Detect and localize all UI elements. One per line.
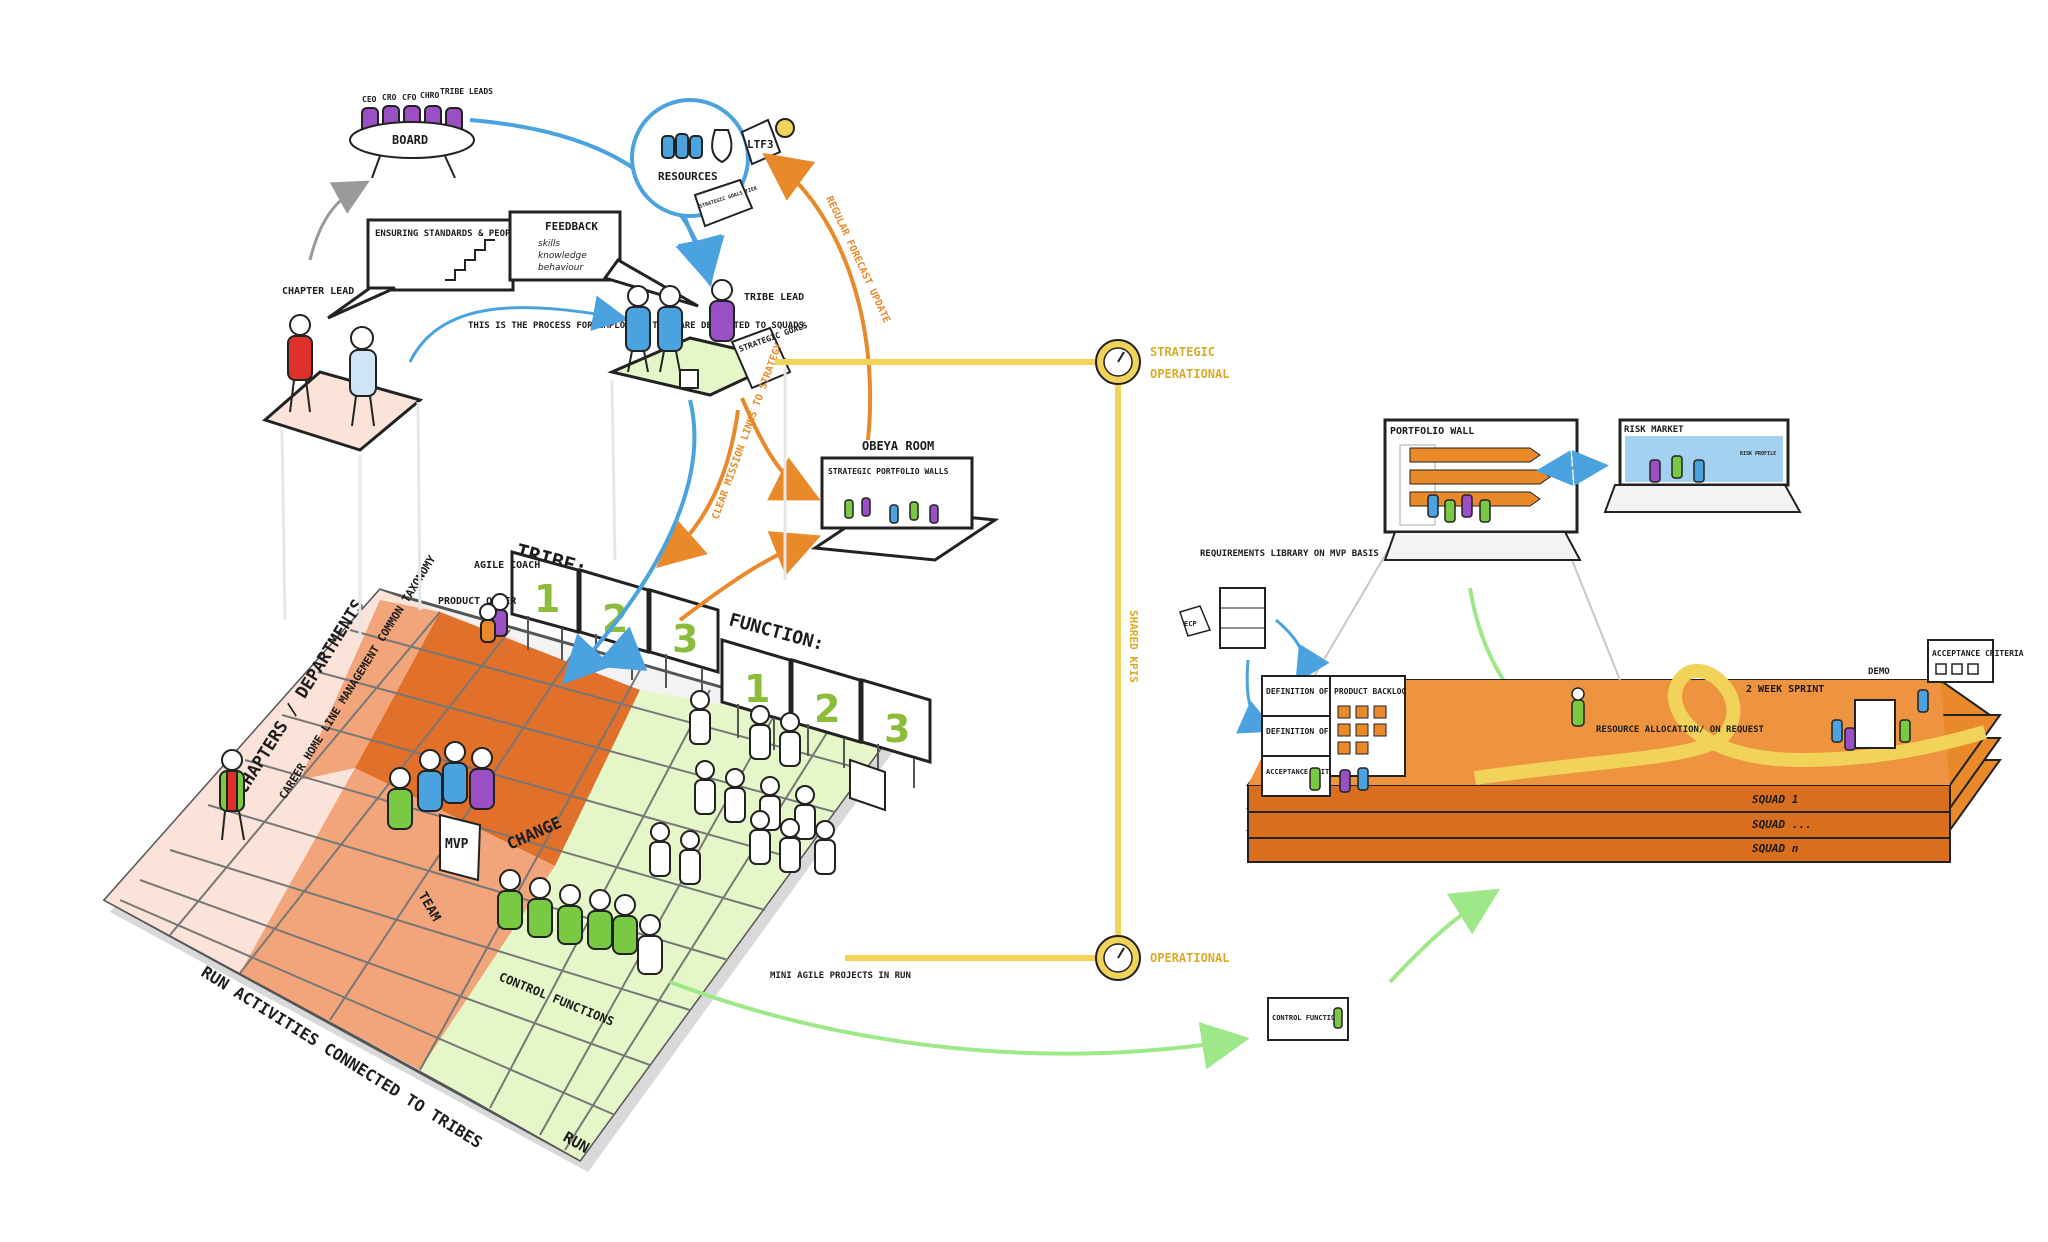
resource-allocation-label: RESOURCE ALLOCATION/ ON REQUEST	[1596, 725, 1765, 735]
sprint-loop	[1474, 663, 1987, 785]
board-roles: CEO CRO CFO CHRO TRIBE LEADS	[362, 87, 493, 104]
operational-kpi-label-top: OPERATIONAL	[1150, 367, 1229, 381]
resources-section: RESOURCES LTF3 STRATEGIC GOALS TIER	[630, 98, 795, 228]
resource-allocation: RESOURCE ALLOCATION/ ON REQUEST	[1571, 687, 1765, 735]
feedback-items: skills knowledge behaviour	[538, 239, 590, 273]
svg-text:3: 3	[884, 707, 910, 751]
requirements-library: REQUIREMENTS LIBRARY ON MVP BASIS ECP	[1179, 549, 1379, 649]
clock-icon	[775, 118, 795, 138]
squad-1-label: SQUAD 1	[1752, 793, 1798, 806]
resources-label: RESOURCES	[658, 170, 718, 183]
chapter-platform	[262, 370, 424, 452]
green-arrow-to-control-function	[669, 980, 1250, 1070]
projection-lines	[280, 368, 787, 640]
tribe-sign-3: 3	[648, 587, 720, 700]
blue-arrow-grid-small	[593, 626, 648, 671]
risk-market-section: RISK MARKET RISK PROFILE	[1603, 418, 1802, 513]
board-label: BOARD	[392, 133, 428, 147]
demo-acceptance-label: ACCEPTANCE CRITERIA	[1932, 649, 2024, 658]
svg-text:3: 3	[672, 617, 698, 661]
obeya-room: OBEYA ROOM STRATEGIC PORTFOLIO WALLS	[810, 439, 1000, 562]
definition-ready: DEFINITION OF READY	[1266, 727, 1358, 736]
orange-arrow-grid-to-obeya	[678, 531, 822, 622]
chapter-lead-label: CHAPTER LEAD	[282, 286, 354, 297]
demo-label: DEMO	[1868, 667, 1890, 677]
blue-arrow-process	[408, 295, 629, 363]
grid-people: MVP	[219, 690, 886, 975]
squad-mid-label: SQUAD ...	[1752, 818, 1812, 831]
blue-arrow-resources-to-tribe	[677, 217, 725, 287]
orange-arrow-obeya-to-resources	[762, 152, 873, 441]
mini-agile-label: MINI AGILE PROJECTS IN RUN	[770, 971, 911, 981]
agile-coach-label: AGILE COACH	[474, 560, 540, 571]
mvp-box-label: MVP	[445, 837, 469, 852]
svg-text:1: 1	[534, 577, 560, 621]
green-arrow-to-squads	[1388, 888, 1501, 984]
strategic-kpi-gauge	[1095, 339, 1141, 385]
shared-kpis-label: SHARED KPIS	[1127, 610, 1140, 683]
strategic-kpi-label: STRATEGIC	[1150, 345, 1215, 359]
gray-arrow-to-board	[308, 180, 370, 261]
tribe-signs: TRIBE: 1 2 3 FUNCTION: 1	[510, 539, 932, 788]
risk-market-label: RISK MARKET	[1624, 425, 1684, 435]
requirements-label: REQUIREMENTS LIBRARY ON MVP BASIS	[1200, 549, 1379, 559]
function-sign-2: 2	[790, 657, 862, 768]
arrow-library-to-board	[1275, 618, 1330, 684]
acceptance-criteria-board: ACCEPTANCE CRITERIA	[1266, 768, 1347, 776]
portfolio-wall-section: PORTFOLIO WALL	[1311, 418, 1621, 681]
stairs-icon	[445, 239, 495, 281]
ltf3-label: LTF3	[747, 138, 774, 151]
arrow-to-portfolio	[1536, 450, 1601, 486]
svg-text:2: 2	[814, 687, 840, 731]
ensuring-standards-text: ENSURING STANDARDS & PEOPLE DEVELOPMENT	[375, 229, 587, 239]
obeya-title: OBEYA ROOM	[862, 439, 934, 453]
demo-section: DEMO ACCEPTANCE CRITERIA	[1831, 639, 2024, 751]
tribe-lead-section: TRIBE LEAD STRATEGIC GOALS	[607, 279, 809, 397]
obeya-wall-label: STRATEGIC PORTFOLIO WALLS	[828, 467, 949, 476]
ensuring-standards-box: ENSURING STANDARDS & PEOPLE DEVELOPMENT	[327, 218, 587, 320]
orange-arrow-tribe-to-obeya	[740, 397, 821, 501]
dice-icon	[679, 369, 699, 389]
product-backlog-label: PRODUCT BACKLOG	[1334, 687, 1406, 696]
control-function-box: CONTROL FUNCTION	[1267, 997, 1349, 1041]
definition-done: DEFINITION OF DONE	[1266, 687, 1353, 696]
portfolio-wall-label: PORTFOLIO WALL	[1390, 426, 1474, 437]
tribe-lead-label: TRIBE LEAD	[744, 292, 804, 303]
control-function-text: CONTROL FUNCTION	[1272, 1014, 1339, 1022]
function-sign-1: 1	[720, 637, 792, 750]
agile-coach-figure	[479, 593, 509, 643]
squad-platforms: SQUAD 1 SQUAD ... SQUAD n 2 WEEK SPRINT	[1246, 663, 2002, 863]
orange-arrow-tribe-to-grid	[656, 409, 740, 568]
svg-text:1: 1	[744, 667, 770, 711]
function-sign-3: 3	[860, 677, 932, 788]
operational-kpi-label-bottom: OPERATIONAL	[1150, 951, 1229, 965]
definition-boards: DEFINITION OF DONE DEFINITION OF READY A…	[1261, 675, 1406, 797]
chapter-lead-section: CHAPTER LEAD	[262, 286, 424, 452]
sprint-label: 2 WEEK SPRINT	[1746, 684, 1824, 695]
operational-kpi-gauge	[1095, 935, 1141, 981]
board-section: CEO CRO CFO CHRO TRIBE LEADS BOARD	[349, 87, 493, 179]
squad-n-label: SQUAD n	[1752, 842, 1799, 855]
risk-profile-label: RISK PROFILE	[1740, 451, 1776, 457]
product-owner-label: PRODUCT OWNER	[438, 596, 517, 607]
kpi-connectors: STRATEGIC OPERATIONAL OPERATIONAL SHARED…	[775, 339, 1229, 981]
ecp-label: ECP	[1184, 620, 1197, 628]
feedback-title: FEEDBACK	[545, 220, 598, 233]
tribe-sign-1: 1	[510, 550, 580, 660]
